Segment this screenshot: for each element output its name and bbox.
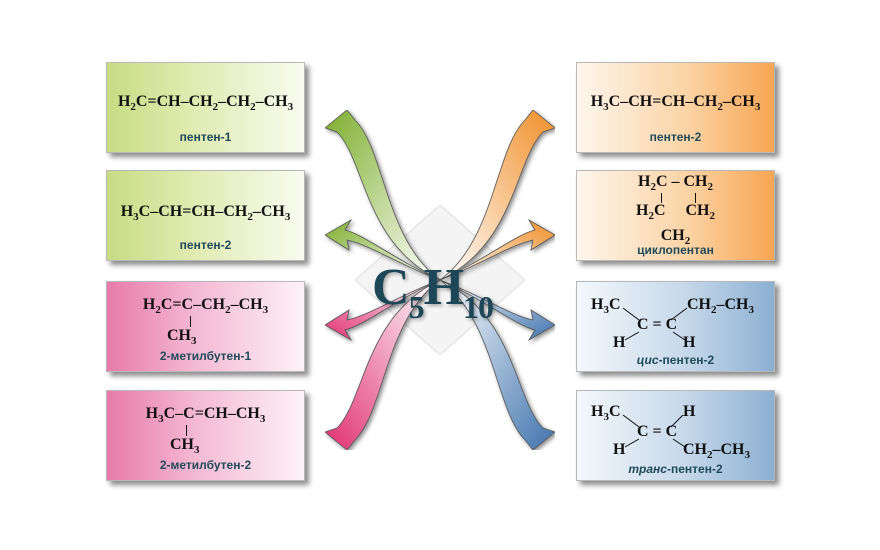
methyl-group: CH3 (170, 436, 200, 457)
card-cis-penten-2: H3C CH2–CH3 C = C H H цис-пентен-2 (576, 281, 775, 372)
arrows-diagram (325, 110, 555, 450)
cis-h3c: H3C (591, 296, 621, 317)
bond-line (661, 193, 662, 203)
card-2-methylbutene-1: H2C=C–CH2–CH3 CH3 2-метилбутен-1 (106, 281, 305, 372)
formula-penten-1: H2C=CH–CH2–CH2–CH3 (117, 93, 294, 114)
bond-line (186, 425, 187, 436)
cis-bonds (622, 307, 688, 341)
label-penten-1: пентен-1 (179, 130, 232, 144)
trans-ch2ch3: CH2–CH3 (683, 441, 750, 462)
arrow-orange (439, 110, 555, 281)
cyclopentane-middle: H2C CH2 (635, 202, 715, 223)
center-formula: C5H10 (372, 259, 494, 325)
arrow-pink (325, 279, 441, 450)
cis-double-bond: C = C (637, 316, 678, 333)
formula-2-methylbutene-1: H2C=C–CH2–CH3 (142, 296, 269, 317)
arrow-blue (439, 279, 555, 450)
label-penten-2-left: пентен-2 (179, 238, 232, 252)
label-penten-2-right: пентен-2 (649, 130, 702, 144)
trans-h3c: H3C (591, 403, 621, 424)
card-2-methylbutene-2: H3C–C=CH–CH3 CH3 2-метилбутен-2 (106, 390, 305, 481)
cyclopentane-top: H2C – CH2 (637, 173, 713, 194)
methyl-group: CH3 (167, 327, 197, 348)
card-penten-2-left: H3C–CH=CH–CH2–CH3 пентен-2 (106, 170, 305, 261)
trans-bonds (622, 414, 686, 448)
formula-penten-2-left: H3C–CH=CH–CH2–CH3 (120, 203, 291, 224)
trans-double-bond: C = C (637, 423, 678, 440)
formula-penten-2-right: H3C–CH=CH–CH2–CH3 (590, 93, 761, 114)
label-cyclopentane: циклопентан (637, 243, 714, 257)
label-2-methylbutene-2: 2-метилбутен-2 (159, 458, 252, 472)
card-cyclopentane: H2C – CH2 H2C CH2 CH2 циклопентан (576, 170, 775, 261)
formula-2-methylbutene-2: H3C–C=CH–CH3 (145, 405, 266, 426)
cyclopentane-bottom: CH2 (660, 227, 691, 248)
arrow-green (325, 110, 441, 281)
cis-ch2ch3: CH2–CH3 (687, 296, 754, 317)
bond-line (695, 193, 696, 203)
trans-h-top: H (683, 403, 696, 420)
card-penten-1: H2C=CH–CH2–CH2–CH3 пентен-1 (106, 62, 305, 153)
label-trans-penten-2: транс-пентен-2 (628, 462, 723, 476)
cis-h-left: H (613, 334, 626, 351)
label-cis-penten-2: цис-пентен-2 (636, 353, 715, 367)
trans-h-bottom: H (613, 441, 626, 458)
bond-line (190, 316, 191, 327)
card-penten-2-right: H3C–CH=CH–CH2–CH3 пентен-2 (576, 62, 775, 153)
label-2-methylbutene-1: 2-метилбутен-1 (159, 349, 252, 363)
cis-h-right: H (683, 334, 696, 351)
card-trans-penten-2: H3C H C = C H CH2–CH3 транс-пентен-2 (576, 390, 775, 481)
